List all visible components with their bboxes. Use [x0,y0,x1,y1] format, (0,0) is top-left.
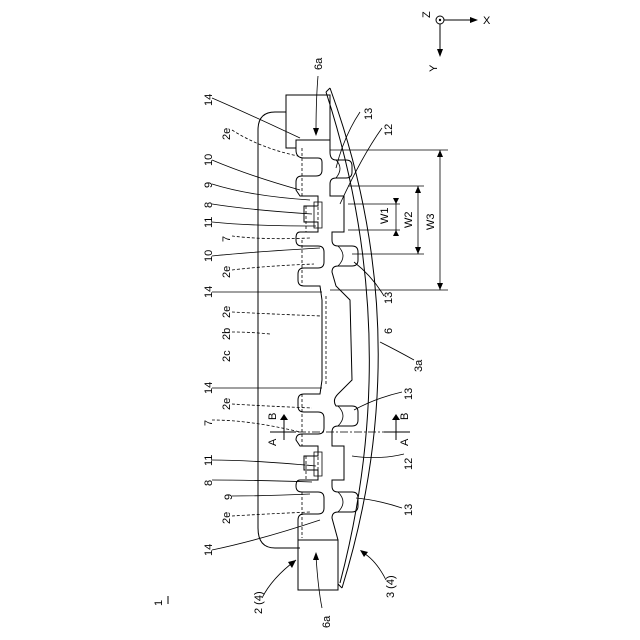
label-2e-e: 2e [221,512,233,524]
label-6a-top: 6a [313,57,325,70]
label-13-d: 13 [403,504,415,516]
label-9-b: 9 [223,494,235,500]
x-axis-arrow [470,17,478,23]
z-axis-dot [439,19,441,21]
leader-lines-right [313,76,414,608]
label-8-b: 8 [203,480,215,486]
label-2b: 2b [221,328,233,340]
label-9-a: 9 [203,182,215,188]
label-14-a: 14 [203,94,215,106]
label-10-a: 10 [203,154,215,166]
section-b-right: B [399,413,411,420]
section-a-left: A [267,438,279,446]
label-12-a: 12 [383,124,395,136]
label-14-b: 14 [203,286,215,298]
z-axis-label: Z [421,11,433,18]
label-13-a: 13 [363,108,375,120]
section-b-left: B [267,413,279,420]
w1-label: W1 [379,208,391,225]
label-2e-b: 2e [221,266,233,278]
end-blocks [286,95,338,590]
label-8-a: 8 [203,202,215,208]
leader-lines [168,98,322,604]
label-3-4: 3 (4) [385,575,397,598]
label-7-b: 7 [203,420,215,426]
member-2-body [258,112,300,548]
label-fig-ref: 1 [153,600,165,606]
label-3a: 3a [413,359,425,372]
section-a-right: A [399,438,411,446]
label-2-4: 2 (4) [253,591,265,614]
reference-labels: 6a 13 12 13 6 3a 13 12 13 3 (4) 6a 14 2e… [153,57,425,628]
w2-label: W2 [403,212,415,229]
label-13-b: 13 [383,292,395,304]
y-axis-arrow [437,49,443,57]
label-10-b: 10 [203,250,215,262]
label-14-c: 14 [203,382,215,394]
axis-indicator: Z X Y [421,11,491,72]
label-2e-d: 2e [221,398,233,410]
label-11-b: 11 [203,455,215,466]
top-end-block [286,95,330,148]
label-2e-a: 2e [221,128,233,140]
label-6a-bottom: 6a [321,615,333,628]
label-2e-c: 2e [221,306,233,318]
x-axis-label: X [483,15,491,27]
label-13-c: 13 [403,388,415,400]
y-axis-label: Y [428,64,440,72]
label-2c: 2c [221,350,233,362]
label-7-a: 7 [221,236,233,242]
label-11-a: 11 [203,217,215,228]
w3-label: W3 [425,214,437,231]
label-14-d: 14 [203,544,215,556]
member-2-outline [258,112,300,548]
label-12-b: 12 [403,458,415,470]
label-6: 6 [383,328,395,334]
strip-inner-curve [326,92,369,583]
